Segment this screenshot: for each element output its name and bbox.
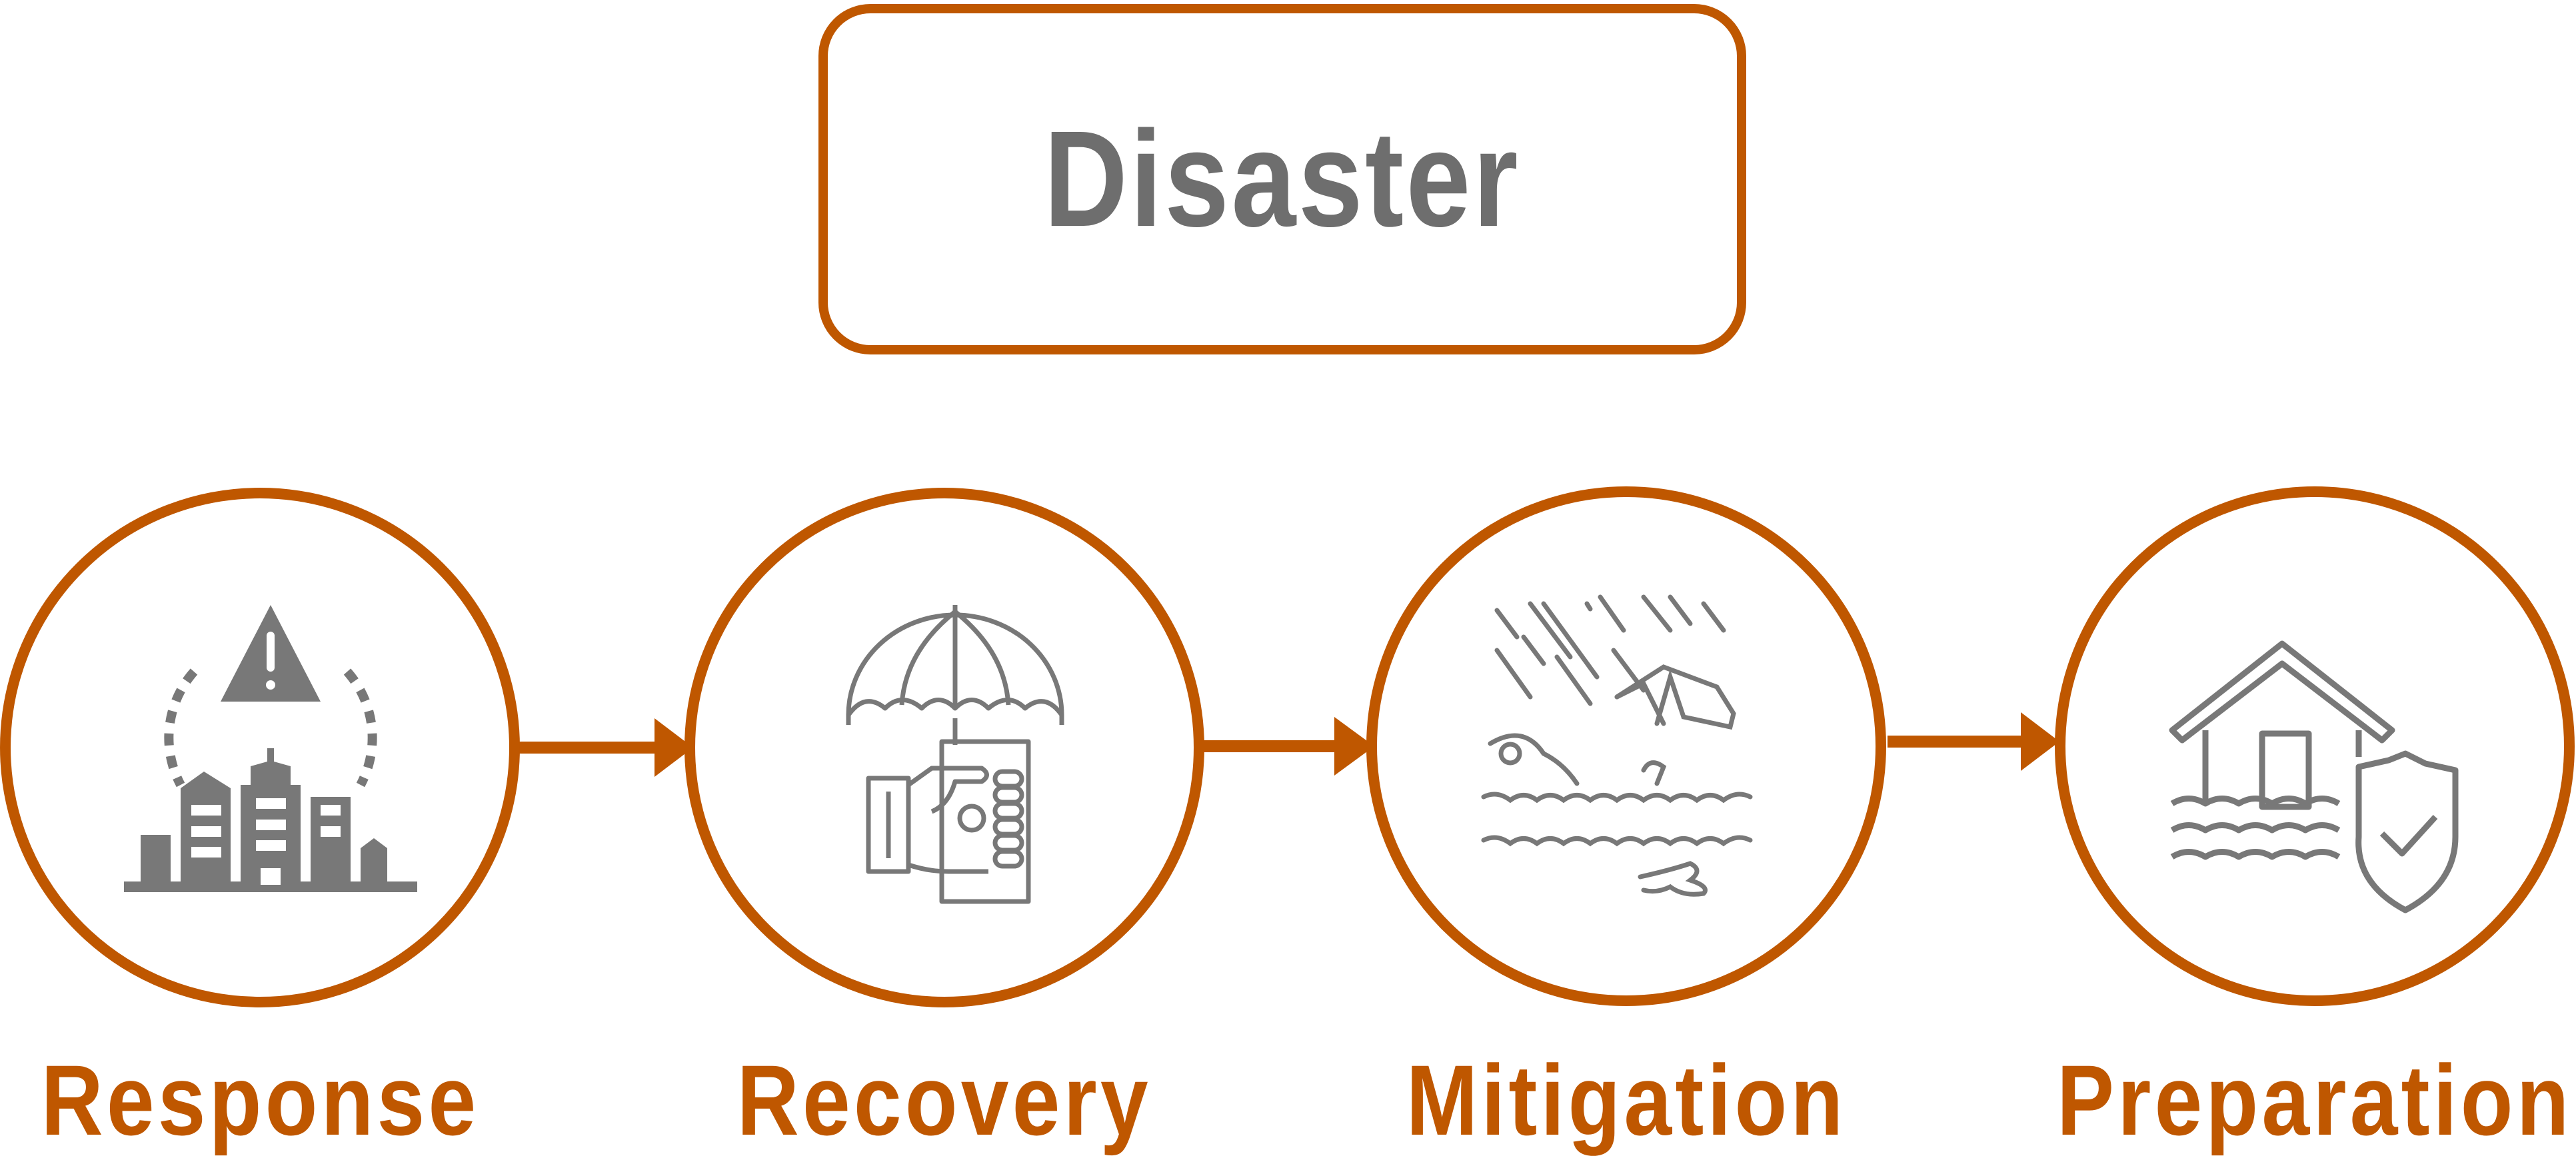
insurance-money-icon	[846, 605, 1064, 904]
stage-label-response: Response	[0, 1043, 560, 1158]
disaster-title-box: Disaster	[818, 4, 1746, 354]
arrowhead-icon	[1334, 717, 1374, 776]
city-alert-icon	[124, 605, 417, 892]
stage-mitigation	[1366, 486, 1886, 1006]
disaster-title: Disaster	[1044, 103, 1521, 255]
flood-rain-icon	[1481, 594, 1753, 897]
stage-preparation	[2055, 486, 2575, 1006]
stage-recovery	[684, 488, 1204, 1007]
stage-label-text: Preparation	[2057, 1044, 2573, 1156]
stage-label-text: Response	[41, 1044, 479, 1156]
stage-label-text: Mitigation	[1406, 1044, 1847, 1156]
arrowhead-icon	[2021, 712, 2059, 771]
stage-label-recovery: Recovery	[644, 1043, 1244, 1158]
stage-label-text: Recovery	[736, 1044, 1152, 1156]
stage-response	[0, 488, 520, 1007]
house-shield-icon	[2169, 640, 2459, 913]
stage-label-mitigation: Mitigation	[1326, 1043, 1926, 1158]
arrowhead-icon	[654, 718, 693, 777]
stage-label-preparation: Preparation	[2015, 1043, 2576, 1158]
